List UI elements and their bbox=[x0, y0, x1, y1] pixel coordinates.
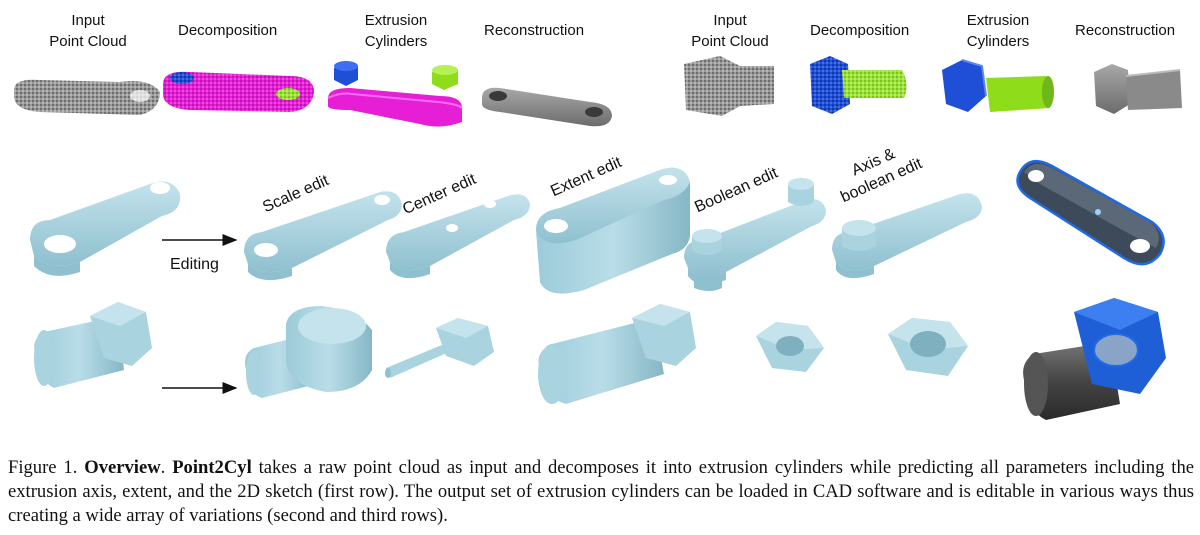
rod-scale-edit bbox=[244, 191, 402, 281]
nut-variant-1 bbox=[756, 322, 824, 372]
label-decomposition-right: Decomposition bbox=[810, 20, 909, 41]
bolt-center-variant-1 bbox=[245, 306, 372, 398]
caption-method-name: Point2Cyl bbox=[172, 457, 252, 478]
label-decomposition-left: Decomposition bbox=[178, 20, 277, 41]
label-reconstruction-right: Reconstruction bbox=[1075, 20, 1175, 41]
label-line: Input bbox=[713, 12, 747, 29]
rod-original bbox=[30, 181, 181, 276]
extrusion-cylinders-bolt bbox=[942, 59, 1054, 112]
bolt-original bbox=[34, 302, 152, 388]
rod-axis-boolean-edit bbox=[832, 193, 982, 279]
label-line: Point Cloud bbox=[49, 33, 127, 50]
label-reconstruction-left: Reconstruction bbox=[484, 20, 584, 41]
figure-caption: Figure 1. Overview. Point2Cyl takes a ra… bbox=[8, 456, 1194, 528]
label-line: Decomposition bbox=[810, 22, 910, 39]
label-line: Decomposition bbox=[178, 22, 278, 39]
bolt-extent-variant bbox=[538, 304, 696, 404]
editing-label: Editing bbox=[170, 256, 219, 273]
label-line: Cylinders bbox=[966, 33, 1030, 50]
label-input-point-cloud-right: Input Point Cloud bbox=[670, 10, 790, 52]
label-line: Input bbox=[71, 12, 105, 29]
point-cloud-bolt bbox=[684, 56, 774, 116]
caption-prefix: Figure 1. bbox=[8, 457, 85, 478]
reconstruction-rod bbox=[482, 87, 612, 127]
bolt-cad-view bbox=[1023, 298, 1166, 420]
label-input-point-cloud-left: Input Point Cloud bbox=[28, 10, 148, 52]
label-line: Cylinders bbox=[364, 33, 428, 50]
nut-variant-2 bbox=[888, 318, 968, 376]
label-extrusion-cylinders-left: Extrusion Cylinders bbox=[336, 10, 456, 52]
decomposition-bolt bbox=[810, 56, 907, 114]
bolt-thin-shaft-variant bbox=[385, 318, 494, 378]
caption-separator: . bbox=[160, 457, 173, 478]
figure-1: Input Point Cloud Decomposition Extrusio… bbox=[14, 10, 1182, 420]
rod-center-edit bbox=[386, 194, 530, 279]
label-line: Reconstruction bbox=[1075, 22, 1176, 39]
point-cloud-rod bbox=[14, 79, 160, 115]
reconstruction-bolt bbox=[1094, 64, 1182, 114]
rod-extent-edit bbox=[536, 167, 690, 294]
figure-artwork bbox=[14, 56, 1182, 420]
caption-body: takes a raw point cloud as input and dec… bbox=[8, 457, 1194, 526]
caption-overview: Overview bbox=[84, 457, 161, 478]
label-line: Extrusion bbox=[966, 12, 1030, 29]
extrusion-cylinders-rod bbox=[327, 61, 463, 127]
label-line: Extrusion bbox=[364, 12, 428, 29]
label-line: Reconstruction bbox=[484, 22, 585, 39]
rod-boolean-edit bbox=[684, 178, 826, 291]
rod-cad-view bbox=[1016, 159, 1165, 266]
label-line: Point Cloud bbox=[691, 33, 769, 50]
label-extrusion-cylinders-right: Extrusion Cylinders bbox=[938, 10, 1058, 52]
decomposition-rod bbox=[163, 71, 314, 112]
